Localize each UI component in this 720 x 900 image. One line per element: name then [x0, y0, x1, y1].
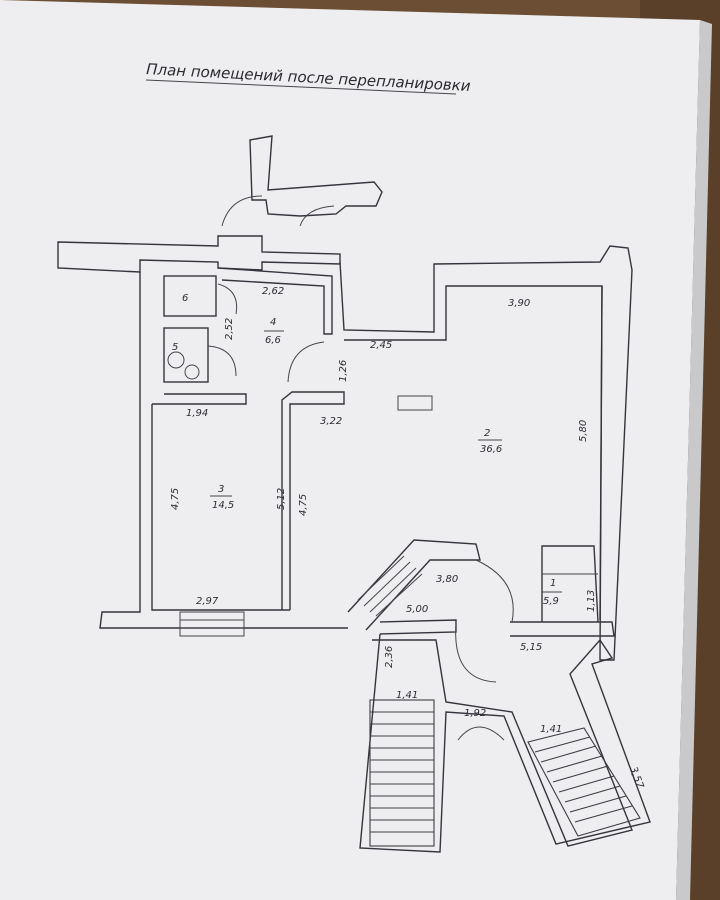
- dim-1-26: 1,26: [338, 360, 349, 382]
- stair-flight-left: [369, 699, 435, 847]
- dim-5-00: 5,00: [406, 604, 428, 615]
- room-6-box: [163, 275, 217, 317]
- dim-2-52: 2,52: [224, 318, 235, 340]
- entrance-steps-left: [179, 611, 245, 637]
- room-5-number: 5: [172, 342, 178, 353]
- left-inner-wall: [151, 404, 290, 611]
- door-basement: [457, 726, 505, 741]
- ramp-walls: [347, 539, 481, 631]
- toilet-icon: [167, 351, 185, 369]
- door-upper-2: [299, 205, 335, 227]
- stair-flight-right: [527, 727, 641, 837]
- stair-step: [552, 765, 609, 783]
- dim-2-45: 2,45: [370, 340, 392, 351]
- dim-1-41-right: 1,41: [540, 724, 562, 735]
- room-4-area: 6,6: [265, 335, 281, 346]
- stair-step: [546, 755, 603, 773]
- step-strip-left: [179, 611, 245, 637]
- door-room-2-lower: [455, 623, 497, 683]
- dim-1-94: 1,94: [186, 408, 208, 419]
- dim-1-92: 1,92: [464, 708, 486, 719]
- partition-3-2: [281, 391, 345, 610]
- basement-stairwell: [359, 633, 651, 853]
- ramp-step-1: [357, 555, 405, 601]
- dim-4-75-left: 4,75: [170, 488, 181, 510]
- stair-step: [534, 736, 591, 753]
- room-2-bottom-wall: [510, 621, 615, 637]
- dim-5-80: 5,80: [578, 420, 589, 442]
- dim-2-36: 2,36: [384, 646, 395, 668]
- stair-step: [569, 795, 627, 813]
- stair-step: [540, 745, 597, 763]
- dim-5-15: 5,15: [520, 642, 542, 653]
- room-1-number: 1: [550, 578, 556, 589]
- stairwell-outline: [359, 633, 651, 853]
- stair-step: [558, 775, 615, 793]
- sink-icon: [184, 364, 200, 380]
- ramp-step-4: [375, 573, 423, 617]
- room-2-number: 2: [484, 428, 490, 439]
- room-4-right-wall: [217, 267, 333, 335]
- stair-flight-left-frame: [369, 699, 435, 847]
- dim-3-90: 3,90: [508, 298, 530, 309]
- room-labels: 6 5 4 6,6 3 14,5 2 36,6 1 5,9: [172, 293, 562, 607]
- door-room-2-lower-b: [475, 559, 514, 623]
- stair-flight-right-frame: [527, 727, 641, 837]
- dimension-labels: 2,62 2,52 1,94 2,45 1,26 3,90 3,22 5,80 …: [170, 286, 645, 791]
- dim-5-12: 5,12: [276, 488, 287, 510]
- room-3-number: 3: [218, 484, 224, 495]
- dim-3-22: 3,22: [320, 416, 342, 427]
- dim-4-75-right: 4,75: [298, 494, 309, 516]
- top-wall: [57, 235, 341, 273]
- door-upper-1: [221, 195, 263, 227]
- duct-upper: [249, 135, 383, 217]
- room-5-box: [163, 327, 209, 383]
- doors: [207, 195, 514, 741]
- dim-1-41-left: 1,41: [396, 690, 418, 701]
- stair-step: [574, 805, 633, 823]
- room-2-area: 36,6: [480, 444, 502, 455]
- room-1-box: [541, 545, 599, 623]
- dim-3-80: 3,80: [436, 574, 458, 585]
- partition-4-3: [152, 393, 247, 405]
- dim-2-62: 2,62: [262, 286, 284, 297]
- ramp-step-2: [363, 561, 411, 607]
- door-room-4: [287, 341, 325, 383]
- dim-1-13: 1,13: [586, 590, 597, 612]
- paper-sheet: [0, 0, 700, 900]
- dim-2-97: 2,97: [196, 596, 219, 607]
- room-6-number: 6: [182, 293, 188, 304]
- room-4-number: 4: [270, 317, 276, 328]
- column-block: [397, 395, 433, 411]
- room-1-area: 5,9: [543, 596, 559, 607]
- door-room-6: [217, 283, 238, 315]
- paper-shadow-strip: [676, 20, 712, 900]
- room-2-top-wall: [339, 245, 633, 661]
- room-2-right-inner: [599, 285, 603, 621]
- title-underline: [145, 79, 457, 95]
- stair-step: [564, 785, 621, 803]
- room-3-area: 14,5: [212, 500, 234, 511]
- door-room-5: [207, 345, 237, 377]
- ramp-step-3: [369, 567, 417, 613]
